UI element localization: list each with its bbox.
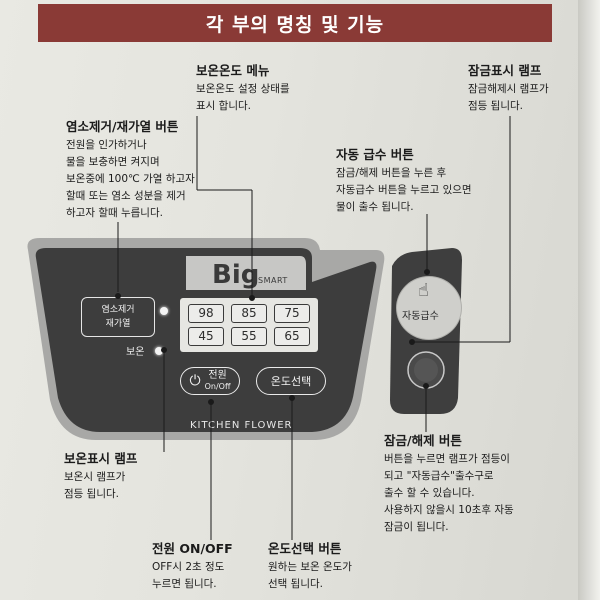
note-line: 물이 출수 됩니다. <box>336 201 414 213</box>
note-keep-warm-menu: 보온온도 메뉴 보온온도 설정 상태를 표시 합니다. <box>196 62 290 115</box>
note-auto-dispense: 자동 급수 버튼 잠금/해제 버튼을 누른 후 자동급수 버튼을 누르고 있으면… <box>336 146 472 216</box>
note-line: 할때 또는 염소 성분을 제거 <box>66 190 186 202</box>
lock-button-core <box>414 358 438 382</box>
temp-cell: 65 <box>274 327 310 346</box>
auto-dispense-button[interactable] <box>396 276 462 340</box>
note-line: 선택 됩니다. <box>268 578 323 590</box>
section-title: 각 부의 명칭 및 기능 <box>205 13 385 36</box>
note-line: 사용하지 않을시 10초후 자동 <box>384 504 514 516</box>
temp-cell: 55 <box>231 327 267 346</box>
note-heading: 자동 급수 버튼 <box>336 147 414 162</box>
auto-dispense-button-label: 자동급수 <box>402 311 439 322</box>
temp-cell: 45 <box>188 327 224 346</box>
note-heading: 보온온도 메뉴 <box>196 63 270 78</box>
note-line: OFF시 2초 정도 <box>152 561 225 573</box>
keep-warm-led <box>155 347 163 355</box>
note-line: 하고자 할때 누릅니다. <box>66 207 163 219</box>
maker-label: KITCHEN FLOWER <box>190 420 293 431</box>
power-button[interactable]: ⏻ 전원 On/Off <box>180 367 240 395</box>
note-line: 출수 할 수 있습니다. <box>384 487 475 499</box>
dechlorinate-button-label-2: 재가열 <box>105 319 131 329</box>
note-line: 잠금이 됩니다. <box>384 521 449 533</box>
note-line: 누르면 됩니다. <box>152 578 217 590</box>
note-keep-warm-lamp: 보온표시 램프 보온시 램프가 점등 됩니다. <box>64 450 137 503</box>
note-heading: 온도선택 버튼 <box>268 541 342 556</box>
note-heading: 전원 ON/OFF <box>152 541 233 556</box>
note-line: 보온온도 설정 상태를 <box>196 83 290 95</box>
note-heading: 염소제거/재가열 버튼 <box>66 119 179 134</box>
temp-select-button[interactable]: 온도선택 <box>256 367 326 395</box>
temp-display: 98 85 75 45 55 65 <box>180 298 318 352</box>
note-line: 버튼을 누르면 램프가 점등이 <box>384 453 510 465</box>
note-temp-select: 온도선택 버튼 원하는 보온 온도가 선택 됩니다. <box>268 540 352 593</box>
note-line: 점등 됩니다. <box>468 100 523 112</box>
logo-plate <box>186 256 306 290</box>
brand-sub: SMART <box>258 276 288 285</box>
note-heading: 잠금/해제 버튼 <box>384 433 462 448</box>
note-line: 잠금해제시 램프가 <box>468 83 549 95</box>
note-line: 점등 됩니다. <box>64 488 119 500</box>
temp-cell: 75 <box>274 304 310 323</box>
temp-select-button-label: 온도선택 <box>270 375 312 388</box>
note-line: 원하는 보온 온도가 <box>268 561 352 573</box>
temp-cell: 85 <box>231 304 267 323</box>
note-heading: 보온표시 램프 <box>64 451 138 466</box>
note-lock-release: 잠금/해제 버튼 버튼을 누르면 램프가 점등이 되고 "자동급수"출수구로 출… <box>384 432 514 536</box>
note-dechlorinate: 염소제거/재가열 버튼 전원을 인가하거나 물을 보충하면 켜지며 보온중에 1… <box>66 118 195 222</box>
note-line: 전원을 인가하거나 <box>66 139 147 151</box>
note-line: 물을 보충하면 켜지며 <box>66 156 160 168</box>
note-power: 전원 ON/OFF OFF시 2초 정도 누르면 됩니다. <box>152 540 233 593</box>
hand-press-icon: ☝ <box>418 280 429 301</box>
keep-warm-lamp-label: 보온 <box>126 347 145 358</box>
brand-logo: Big <box>212 260 260 290</box>
dechlorinate-led <box>160 307 168 315</box>
power-button-sublabel: On/Off <box>204 382 231 391</box>
note-line: 보온중에 100℃ 가열 하고자 <box>66 173 195 185</box>
power-icon: ⏻ <box>189 373 201 389</box>
power-button-label: 전원 <box>208 370 227 381</box>
note-line: 보온시 램프가 <box>64 471 126 483</box>
dechlorinate-button-label-1: 염소제거 <box>101 305 135 315</box>
note-heading: 잠금표시 램프 <box>468 63 542 78</box>
note-line: 되고 "자동급수"출수구로 <box>384 470 494 482</box>
note-line: 표시 합니다. <box>196 100 251 112</box>
section-title-bar: 각 부의 명칭 및 기능 <box>38 4 552 42</box>
note-line: 자동급수 버튼을 누르고 있으면 <box>336 184 472 196</box>
temp-cell: 98 <box>188 304 224 323</box>
note-line: 잠금/해제 버튼을 누른 후 <box>336 167 447 179</box>
page-edge <box>578 0 600 600</box>
note-lock-lamp: 잠금표시 램프 잠금해제시 램프가 점등 됩니다. <box>468 62 549 115</box>
